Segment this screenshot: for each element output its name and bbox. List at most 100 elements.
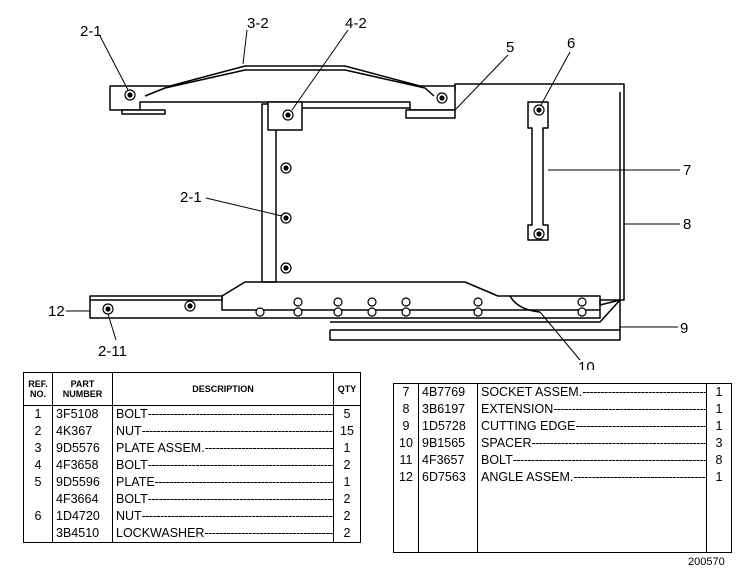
table-row: 4 4F3658 BOLT 2 [23,457,361,474]
table-row: 2 4K367 NUT 15 [23,423,361,440]
qty-cell: 3 [706,435,732,452]
desc-text: BOLT [116,407,333,421]
desc-text: EXTENSION [481,402,706,416]
callout-8: 8 [683,216,691,233]
desc-text: BOLT [116,458,333,472]
part-cell: 1D5728 [418,418,478,435]
part-cell: 9B1565 [418,435,478,452]
part-cell: 4F3658 [52,457,113,474]
part-cell: 9D5596 [52,474,113,491]
table-row: 7 4B7769 SOCKET ASSEM. 1 [393,383,732,401]
callout-3-2: 3-2 [247,15,269,32]
desc-cell: NUT [112,423,334,440]
callout-12: 12 [48,303,65,320]
qty-cell: 1 [706,418,732,435]
table-empty-space [393,486,732,553]
desc-cell: EXTENSION [477,401,707,418]
callout-7: 7 [683,162,691,179]
header-ref-no: REF. NO. [23,372,53,406]
desc-text: PLATE [116,475,333,489]
desc-text: BOLT [116,492,333,506]
ref-cell: 5 [23,474,53,491]
table-row: 11 4F3657 BOLT 8 [393,452,732,469]
qty-cell: 15 [333,423,361,440]
desc-text: NUT [116,424,333,438]
part-cell: 6D7563 [418,469,478,486]
ref-cell: 7 [393,383,419,401]
table-row: 4F3664 BOLT 2 [23,491,361,508]
part-cell: 3F5108 [52,405,113,423]
qty-cell: 2 [333,525,361,543]
ref-cell: 2 [23,423,53,440]
desc-cell: ANGLE ASSEM. [477,469,707,486]
part-cell: 4F3657 [418,452,478,469]
ref-cell: 11 [393,452,419,469]
table-row: 3 9D5576 PLATE ASSEM. 1 [23,440,361,457]
plate-5 [405,109,456,119]
ref-cell [23,525,53,543]
table-row: 8 3B6197 EXTENSION 1 [393,401,732,418]
qty-cell: 8 [706,452,732,469]
ref-cell: 6 [23,508,53,525]
desc-cell: BOLT [477,452,707,469]
ref-cell [23,491,53,508]
parts-table-right: 7 4B7769 SOCKET ASSEM. 1 8 3B6197 EXTENS… [393,383,732,553]
parts-table-left: REF. NO. PART NUMBER DESCRIPTION QTY 1 3… [23,372,361,543]
callout-10: 10 [578,359,595,370]
desc-text: SOCKET ASSEM. [481,385,706,399]
qty-cell: 1 [333,474,361,491]
part-cell: 4K367 [52,423,113,440]
callout-5: 5 [506,39,514,56]
callout-2-11: 2-11 [98,343,127,360]
desc-cell: LOCKWASHER [112,525,334,543]
desc-text: PLATE ASSEM. [116,441,333,455]
table-row: 10 9B1565 SPACER 3 [393,435,732,452]
bracket-left [121,109,166,115]
desc-cell: BOLT [112,405,334,423]
qty-cell: 1 [706,401,732,418]
desc-text: BOLT [481,453,706,467]
header-part-number: PART NUMBER [52,372,113,406]
ref-cell: 3 [23,440,53,457]
desc-cell: SPACER [477,435,707,452]
qty-cell: 1 [706,383,732,401]
table-row: 9 1D5728 CUTTING EDGE 1 [393,418,732,435]
plate-body [275,92,621,300]
ref-cell: 12 [393,469,419,486]
desc-text: ANGLE ASSEM. [481,470,706,484]
socket-assem [527,101,549,241]
desc-cell: BOLT [112,457,334,474]
desc-text: LOCKWASHER [116,526,333,540]
table-row: 1 3F5108 BOLT 5 [23,405,361,423]
desc-cell: BOLT [112,491,334,508]
callout-2-1-mid: 2-1 [180,189,202,206]
angle-assem-12 [89,295,601,319]
drawing-number: 200570 [688,556,725,568]
part-cell: 3B6197 [418,401,478,418]
exploded-parts-diagram: 2-1 3-2 4-2 5 6 7 8 2-1 12 2-11 9 10 [48,15,691,370]
qty-cell: 5 [333,405,361,423]
qty-cell: 2 [333,457,361,474]
header-description: DESCRIPTION [112,372,334,406]
part-cell: 3B4510 [52,525,113,543]
spacer-10 [509,295,541,313]
qty-cell: 2 [333,491,361,508]
ref-cell: 1 [23,405,53,423]
desc-text: NUT [116,509,333,523]
bottom-edge-9 [330,299,621,331]
table-row: 6 1D4720 NUT 2 [23,508,361,525]
callout-9: 9 [680,320,688,337]
desc-cell: NUT [112,508,334,525]
part-cell: 4B7769 [418,383,478,401]
qty-cell: 1 [333,440,361,457]
ref-cell: 9 [393,418,419,435]
table-row: 12 6D7563 ANGLE ASSEM. 1 [393,469,732,486]
desc-text: CUTTING EDGE [481,419,706,433]
table-row: 3B4510 LOCKWASHER 2 [23,525,361,543]
ref-cell: 10 [393,435,419,452]
header-qty: QTY [333,372,361,406]
callout-2-1-top: 2-1 [80,23,102,40]
callout-6: 6 [567,35,575,52]
desc-cell: PLATE [112,474,334,491]
desc-cell: PLATE ASSEM. [112,440,334,457]
